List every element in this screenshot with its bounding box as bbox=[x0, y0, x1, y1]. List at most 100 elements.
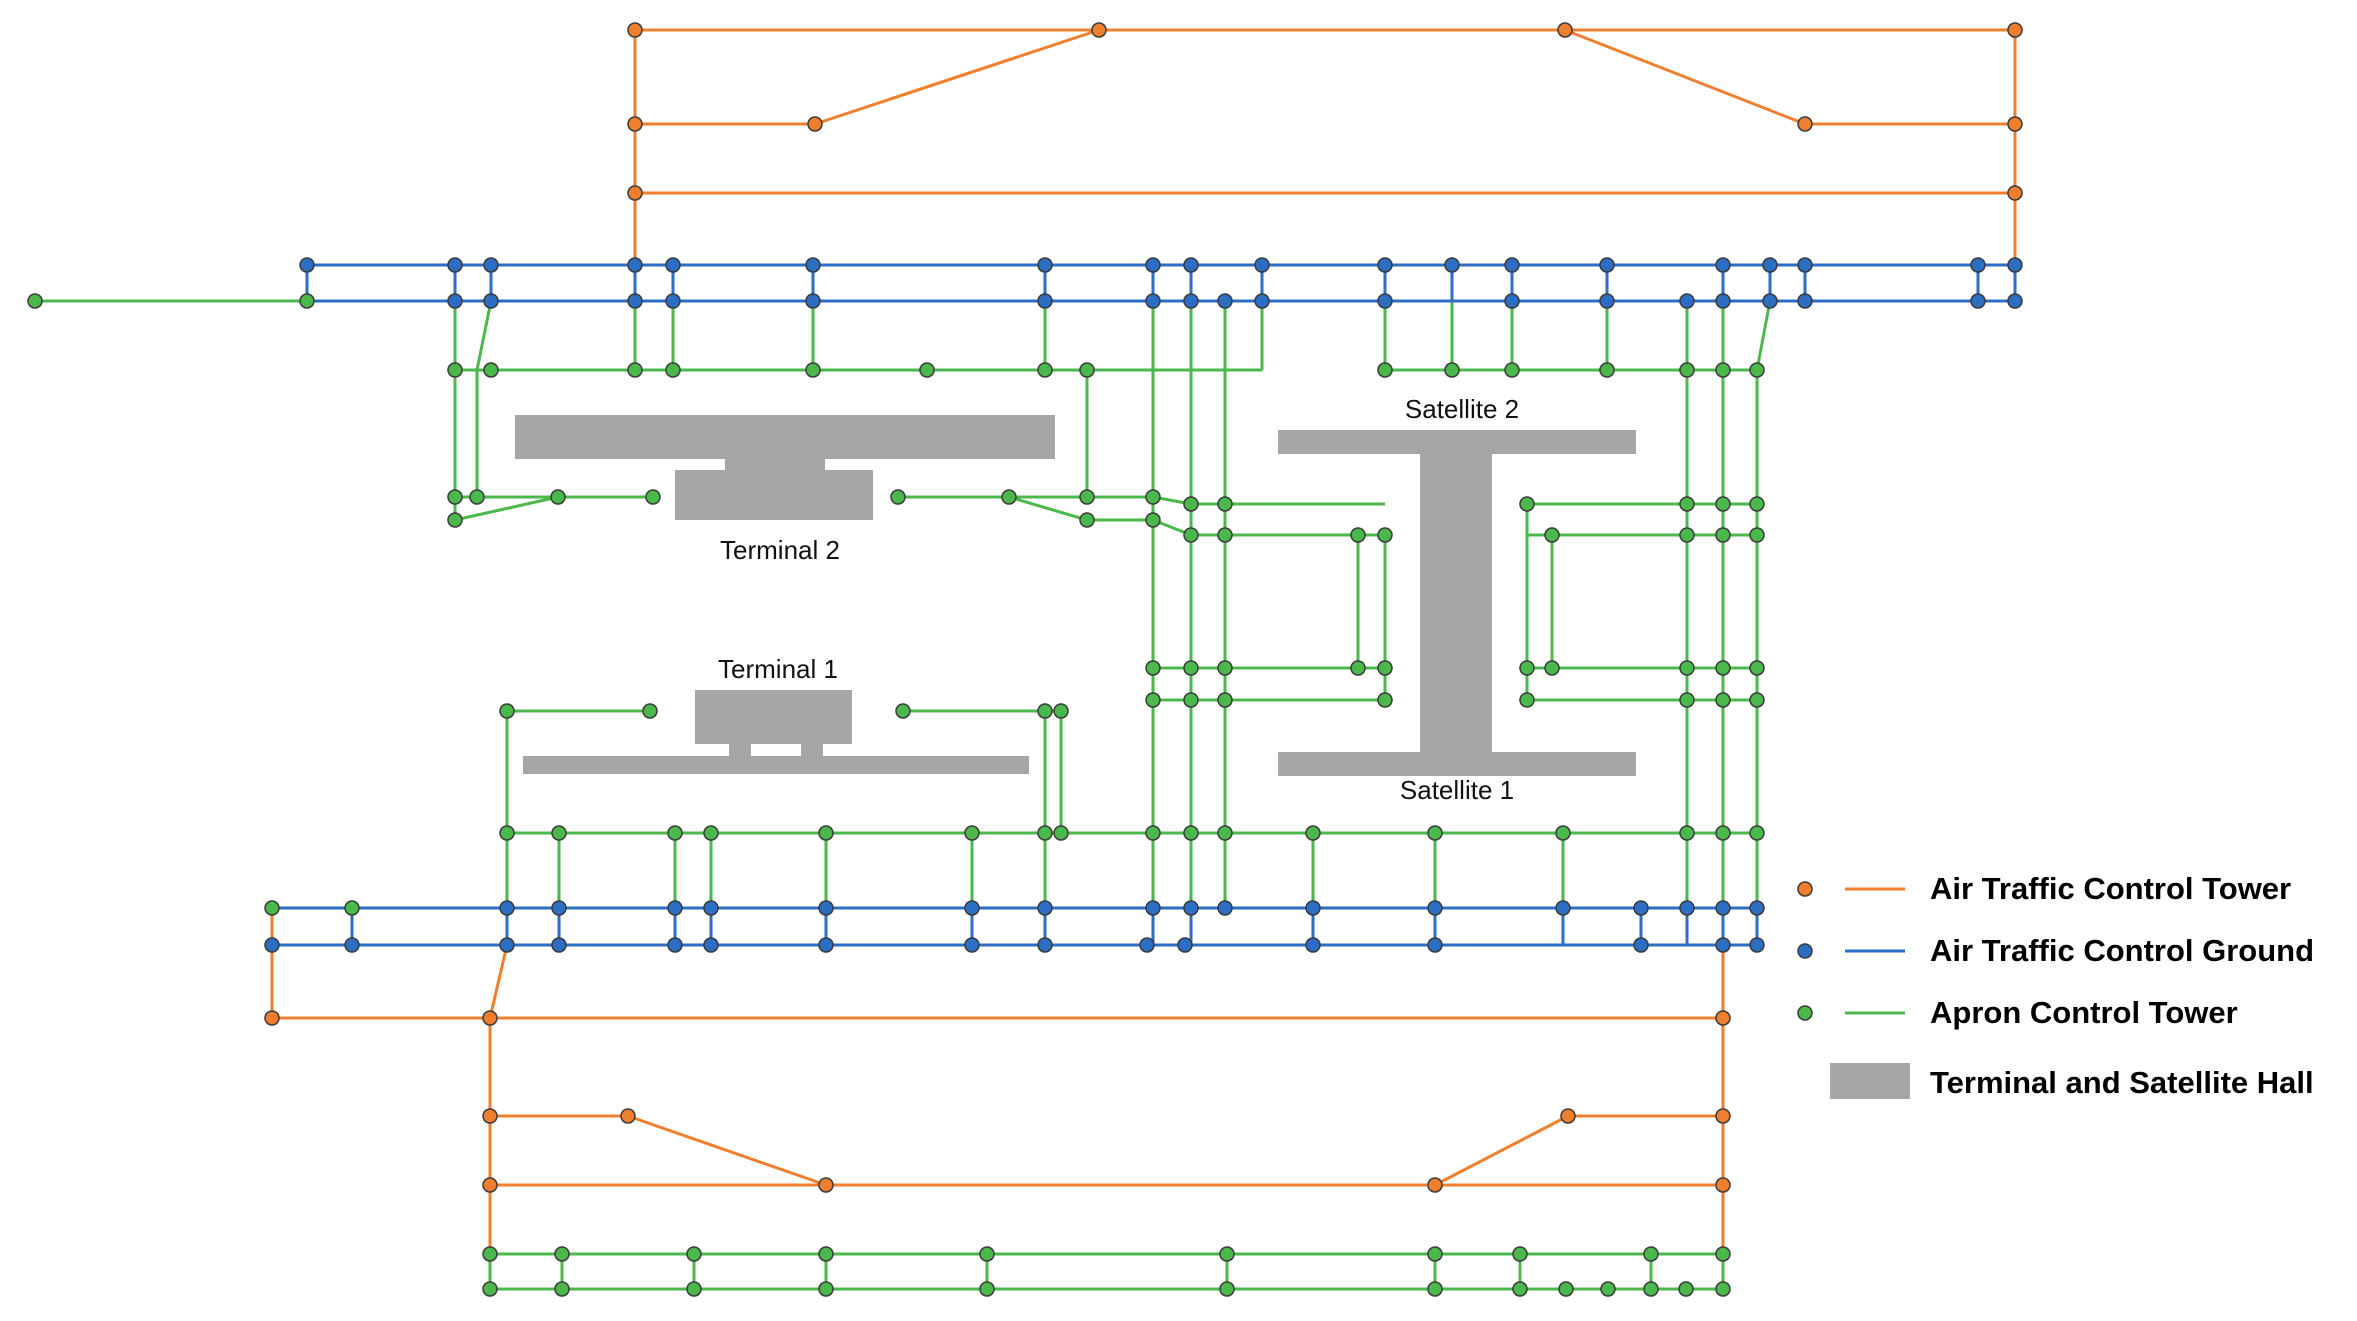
apron-node bbox=[1217, 660, 1233, 676]
apron-node bbox=[1679, 362, 1695, 378]
apron-node bbox=[1145, 512, 1161, 528]
apron-node bbox=[919, 362, 935, 378]
apron-node bbox=[1555, 825, 1571, 841]
ground-node bbox=[1762, 293, 1778, 309]
tower-node bbox=[1715, 1108, 1731, 1124]
apron-node bbox=[1217, 692, 1233, 708]
tower-node bbox=[1091, 22, 1107, 38]
ground-node bbox=[1679, 293, 1695, 309]
apron-node bbox=[1350, 660, 1366, 676]
apron-node bbox=[554, 1246, 570, 1262]
apron-node bbox=[1749, 362, 1765, 378]
apron-node bbox=[1079, 362, 1095, 378]
apron-node bbox=[1305, 825, 1321, 841]
ground-node bbox=[1715, 900, 1731, 916]
satellite-1-label: Satellite 1 bbox=[1400, 775, 1514, 805]
apron-node bbox=[1183, 825, 1199, 841]
tower-node bbox=[1715, 1177, 1731, 1193]
apron-node bbox=[482, 1281, 498, 1297]
apron-node bbox=[1749, 825, 1765, 841]
apron-node bbox=[299, 293, 315, 309]
ground-node bbox=[2007, 293, 2023, 309]
ground-node bbox=[1797, 293, 1813, 309]
ground-node bbox=[344, 937, 360, 953]
legend-item-hall: Terminal and Satellite Hall bbox=[1830, 1063, 2314, 1100]
apron-node bbox=[627, 362, 643, 378]
apron-node bbox=[642, 703, 658, 719]
legend-hall-swatch bbox=[1830, 1063, 1910, 1099]
tower-control-routes bbox=[270, 28, 2017, 1254]
apron-node bbox=[550, 489, 566, 505]
ground-node bbox=[627, 293, 643, 309]
ground-node bbox=[483, 293, 499, 309]
ground-node bbox=[627, 257, 643, 273]
ground-node bbox=[551, 900, 567, 916]
ground-node bbox=[1145, 293, 1161, 309]
apron-node bbox=[1079, 489, 1095, 505]
ground-node bbox=[667, 937, 683, 953]
ground-node bbox=[1139, 937, 1155, 953]
tower-node bbox=[482, 1177, 498, 1193]
ground-node bbox=[551, 937, 567, 953]
apron-node bbox=[1145, 825, 1161, 841]
terminal-2-building bbox=[515, 415, 1055, 520]
apron-node bbox=[1544, 660, 1560, 676]
ground-node bbox=[1254, 257, 1270, 273]
apron-node bbox=[818, 1246, 834, 1262]
apron-node bbox=[1544, 527, 1560, 543]
apron-node bbox=[1145, 489, 1161, 505]
tower-node bbox=[1560, 1108, 1576, 1124]
apron-node bbox=[1519, 660, 1535, 676]
apron-node bbox=[667, 825, 683, 841]
apron-node bbox=[1749, 496, 1765, 512]
ground-node bbox=[964, 937, 980, 953]
ground-node bbox=[1177, 937, 1193, 953]
route-segment bbox=[1434, 1114, 1723, 1187]
apron-node bbox=[979, 1281, 995, 1297]
tower-node bbox=[818, 1177, 834, 1193]
legend-ground-marker bbox=[1797, 943, 1813, 959]
ground-node bbox=[1145, 257, 1161, 273]
apron-node bbox=[551, 825, 567, 841]
apron-node bbox=[1715, 362, 1731, 378]
apron-node bbox=[1679, 660, 1695, 676]
ground-node bbox=[1797, 257, 1813, 273]
terminal-1-label: Terminal 1 bbox=[718, 654, 838, 684]
ground-node bbox=[299, 257, 315, 273]
apron-node bbox=[1219, 1246, 1235, 1262]
apron-node bbox=[895, 703, 911, 719]
apron-node bbox=[1427, 1281, 1443, 1297]
ground-node bbox=[264, 937, 280, 953]
route-segment bbox=[488, 944, 509, 1019]
ground-node bbox=[1427, 937, 1443, 953]
apron-node bbox=[645, 489, 661, 505]
ground-node bbox=[1715, 937, 1731, 953]
ground-node bbox=[1254, 293, 1270, 309]
apron-node bbox=[1053, 825, 1069, 841]
apron-node bbox=[1377, 692, 1393, 708]
ground-node bbox=[1749, 937, 1765, 953]
ground-node bbox=[703, 937, 719, 953]
apron-node bbox=[1377, 527, 1393, 543]
tower-node bbox=[2007, 22, 2023, 38]
apron-node bbox=[447, 489, 463, 505]
apron-node bbox=[1217, 527, 1233, 543]
legend-apron-marker bbox=[1797, 1005, 1813, 1021]
tower-node bbox=[627, 185, 643, 201]
route-segment bbox=[490, 1114, 827, 1187]
ground-node bbox=[1305, 900, 1321, 916]
ground-node bbox=[1504, 257, 1520, 273]
route-segment bbox=[635, 28, 1100, 126]
apron-node bbox=[1444, 362, 1460, 378]
apron-node bbox=[1715, 660, 1731, 676]
tower-node bbox=[627, 22, 643, 38]
ground-node bbox=[2007, 257, 2023, 273]
ground-node bbox=[665, 293, 681, 309]
ground-node bbox=[1970, 257, 1986, 273]
apron-node bbox=[1377, 362, 1393, 378]
ground-node bbox=[1715, 293, 1731, 309]
legend-label-hall: Terminal and Satellite Hall bbox=[1930, 1065, 2314, 1100]
route-segment bbox=[1755, 300, 1772, 908]
apron-node bbox=[1599, 362, 1615, 378]
apron-node bbox=[1715, 1246, 1731, 1262]
